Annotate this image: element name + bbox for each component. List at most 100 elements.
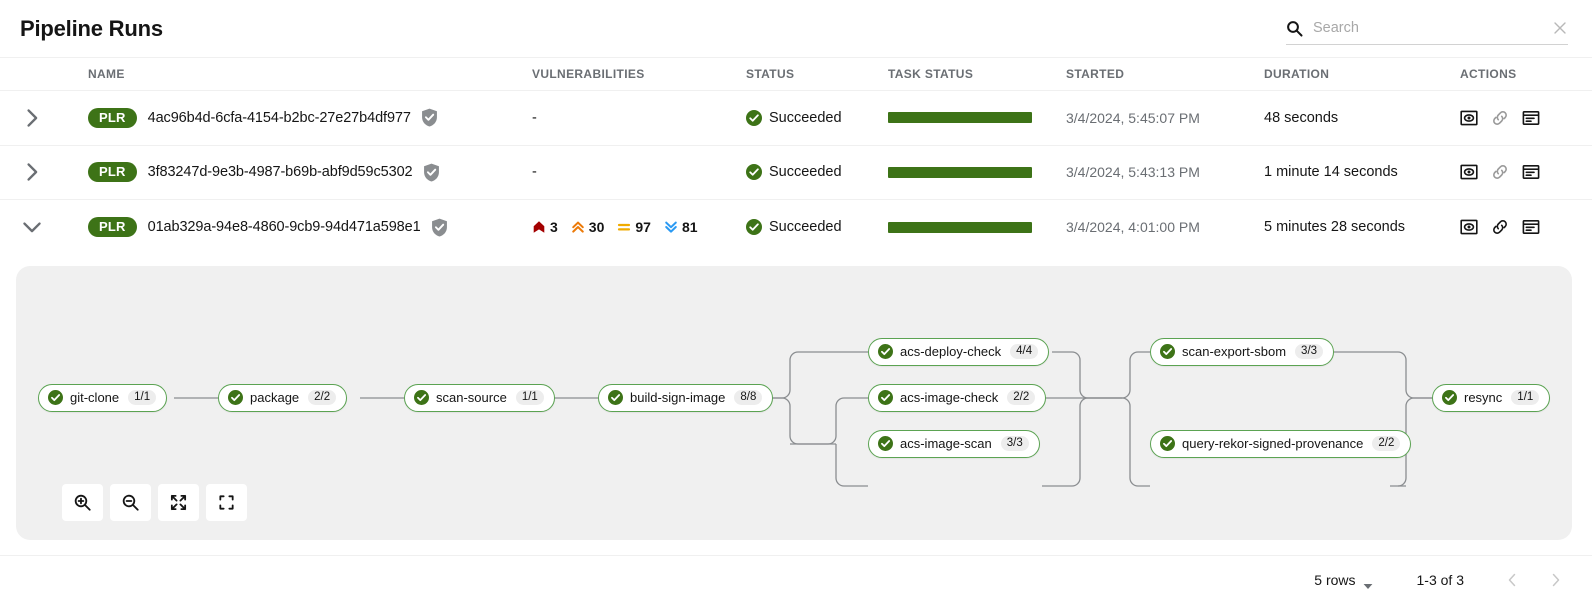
next-page-icon[interactable] — [1550, 572, 1562, 588]
graph-node-scan-source[interactable]: scan-source 1/1 — [404, 383, 555, 412]
row-toggle-cell — [0, 216, 88, 238]
vulnerability-moderate: 97 — [617, 219, 651, 235]
task-status-progress-bar — [888, 166, 1032, 178]
severity-moderate-icon — [618, 224, 631, 231]
node-task-count: 2/2 — [1007, 389, 1036, 406]
run-name-link[interactable]: 01ab329a-94e8-4860-9cb9-94d471a598e1 — [147, 219, 421, 236]
run-name-link[interactable]: 4ac96b4d-6cfa-4154-b2bc-27e27b4df977 — [147, 109, 411, 126]
logs-icon[interactable] — [1522, 218, 1540, 236]
status-label: Succeeded — [769, 164, 842, 181]
search-input[interactable] — [1313, 20, 1552, 36]
graph-node-query-rekor-signed-provenance[interactable]: query-rekor-signed-provenance 2/2 — [1150, 429, 1412, 458]
previous-page-icon[interactable] — [1506, 572, 1518, 588]
chevron-right-icon[interactable] — [21, 161, 43, 183]
severity-important-icon — [571, 221, 584, 233]
row-vulnerabilities-cell: 3 30 97 81 — [532, 219, 746, 235]
node-task-count: 3/3 — [1000, 435, 1029, 452]
zoom-out-icon[interactable] — [110, 483, 151, 521]
vulnerability-critical: 3 — [532, 219, 558, 235]
node-success-icon — [48, 390, 63, 405]
node-success-icon — [414, 390, 429, 405]
node-label: query-rekor-signed-provenance — [1182, 436, 1364, 451]
run-name-link[interactable]: 3f83247d-9e3b-4987-b69b-abf9d59c5302 — [147, 164, 413, 181]
clear-search-icon[interactable] — [1552, 20, 1568, 36]
column-header-vulnerabilities: VULNERABILITIES — [532, 67, 645, 81]
kind-badge: PLR — [88, 217, 137, 238]
row-duration-cell: 1 minute 14 seconds — [1264, 164, 1460, 180]
column-header-started: STARTED — [1066, 67, 1125, 81]
row-name-cell: PLR 4ac96b4d-6cfa-4154-b2bc-27e27b4df977 — [88, 107, 532, 128]
node-success-icon — [878, 436, 893, 451]
view-output-icon[interactable] — [1460, 218, 1478, 236]
graph-node-scan-export-sbom[interactable]: scan-export-sbom 3/3 — [1150, 337, 1335, 366]
signed-shield-icon — [421, 108, 438, 127]
graph-node-build-sign-image[interactable]: build-sign-image 8/8 — [598, 383, 774, 412]
chevron-down-icon[interactable] — [21, 216, 43, 238]
logs-icon[interactable] — [1522, 109, 1540, 127]
link-icon[interactable] — [1491, 163, 1509, 181]
node-task-count: 2/2 — [308, 389, 337, 406]
reset-view-icon[interactable] — [206, 483, 247, 521]
graph-node-git-clone[interactable]: git-clone 1/1 — [38, 383, 168, 412]
started-timestamp: 3/4/2024, 4:01:00 PM — [1066, 219, 1200, 236]
node-task-count: 8/8 — [734, 389, 763, 406]
duration-value: 48 seconds — [1264, 109, 1339, 126]
node-success-icon — [878, 390, 893, 405]
table-row[interactable]: PLR 01ab329a-94e8-4860-9cb9-94d471a598e1… — [0, 200, 1592, 255]
kind-badge: PLR — [88, 107, 137, 128]
node-label: git-clone — [70, 390, 120, 405]
table-row[interactable]: PLR 3f83247d-9e3b-4987-b69b-abf9d59c5302… — [0, 145, 1592, 200]
column-header-name: NAME — [88, 67, 125, 81]
node-label: resync — [1464, 390, 1503, 405]
row-status-cell: Succeeded — [746, 219, 888, 236]
node-label: build-sign-image — [630, 390, 726, 405]
row-started-cell: 3/4/2024, 5:45:07 PM — [1066, 110, 1264, 126]
link-icon[interactable] — [1491, 218, 1509, 236]
logs-icon[interactable] — [1522, 163, 1540, 181]
graph-node-acs-deploy-check[interactable]: acs-deploy-check 4/4 — [868, 337, 1050, 366]
table-row[interactable]: PLR 4ac96b4d-6cfa-4154-b2bc-27e27b4df977… — [0, 91, 1592, 146]
graph-node-resync[interactable]: resync 1/1 — [1432, 383, 1551, 412]
signed-shield-icon — [423, 163, 440, 182]
pagination-range: 1-3 of 3 — [1416, 572, 1464, 588]
success-check-icon — [746, 164, 762, 181]
node-task-count: 3/3 — [1295, 343, 1324, 360]
row-task-status-cell — [888, 166, 1066, 178]
severity-critical-icon — [533, 221, 545, 234]
row-task-status-cell — [888, 112, 1066, 124]
row-name-cell: PLR 3f83247d-9e3b-4987-b69b-abf9d59c5302 — [88, 162, 532, 183]
chevron-right-icon[interactable] — [21, 107, 43, 129]
search-bar[interactable] — [1286, 12, 1568, 45]
node-success-icon — [608, 390, 623, 405]
row-vulnerabilities-cell: - — [532, 110, 746, 126]
link-icon[interactable] — [1491, 109, 1509, 127]
node-task-count: 4/4 — [1010, 343, 1039, 360]
rows-per-page-select[interactable]: 5 rows — [1314, 572, 1373, 589]
graph-node-acs-image-check[interactable]: acs-image-check 2/2 — [868, 383, 1047, 412]
row-toggle-cell — [0, 107, 88, 129]
row-started-cell: 3/4/2024, 4:01:00 PM — [1066, 219, 1264, 235]
view-output-icon[interactable] — [1460, 109, 1478, 127]
node-label: acs-image-check — [900, 390, 999, 405]
row-duration-cell: 5 minutes 28 seconds — [1264, 219, 1460, 235]
zoom-in-icon[interactable] — [62, 483, 103, 521]
column-header-duration: DURATION — [1264, 67, 1330, 81]
pipeline-graph-panel[interactable]: git-clone 1/1 package 2/2 scan-source 1/… — [16, 265, 1572, 540]
vulnerabilities-empty: - — [532, 109, 537, 126]
row-vulnerabilities-cell: - — [532, 164, 746, 180]
fit-to-screen-icon[interactable] — [158, 483, 199, 521]
table-header-row: NAME VULNERABILITIES STATUS TASK STATUS … — [0, 57, 1592, 91]
column-header-task-status: TASK STATUS — [888, 67, 974, 81]
view-output-icon[interactable] — [1460, 163, 1478, 181]
task-status-progress-bar — [888, 112, 1032, 124]
row-started-cell: 3/4/2024, 5:43:13 PM — [1066, 164, 1264, 180]
node-task-count: 1/1 — [128, 389, 157, 406]
graph-node-acs-image-scan[interactable]: acs-image-scan 3/3 — [868, 429, 1040, 458]
chevron-down-icon — [1363, 577, 1373, 589]
duration-value: 5 minutes 28 seconds — [1264, 219, 1406, 236]
graph-node-package[interactable]: package 2/2 — [218, 383, 348, 412]
table-footer: 5 rows 1-3 of 3 — [0, 555, 1592, 604]
status-label: Succeeded — [769, 219, 842, 236]
node-success-icon — [1160, 344, 1175, 359]
node-task-count: 1/1 — [1511, 389, 1540, 406]
